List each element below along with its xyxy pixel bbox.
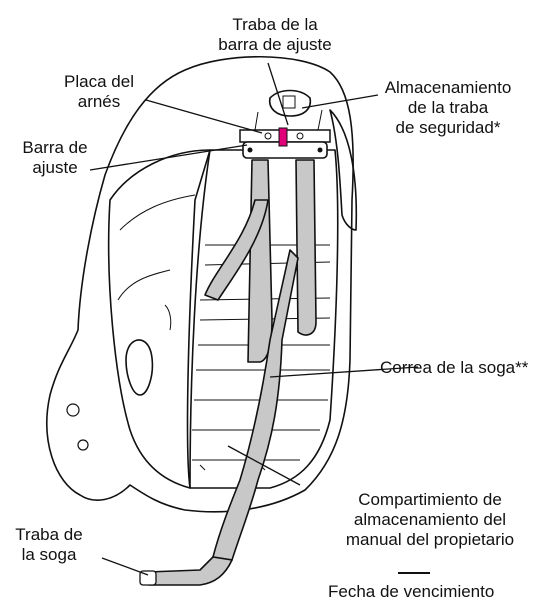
harness-plate-label: Placa del arnés (64, 72, 134, 111)
locking-clip-storage-slot (268, 89, 312, 117)
locking-clip-storage-label: Almacenamiento de la traba de seguridad* (384, 78, 512, 137)
side-wing-right (329, 109, 358, 231)
seat-shell-outline (46, 55, 354, 513)
seat-back-panel (186, 149, 339, 489)
tether-hook (139, 570, 157, 586)
manual-storage-label: Compartimiento de almacenamiento del man… (345, 490, 515, 549)
harness-strap-loop (204, 199, 269, 301)
harness-strap-right (295, 159, 317, 336)
expiration-date-label: Fecha de vencimiento (328, 582, 495, 601)
side-wing-left (107, 149, 211, 489)
tether-hook-label: Traba de la soga (15, 525, 83, 564)
adjust-bar-latch-label: Traba de la barra de ajuste (218, 15, 332, 54)
adjust-bar-latch (278, 127, 288, 147)
harness-strap-left (247, 159, 273, 363)
adjust-bar-label: Barra de ajuste (22, 138, 88, 177)
tether-strap-label: Correa de la soga** (380, 358, 529, 377)
